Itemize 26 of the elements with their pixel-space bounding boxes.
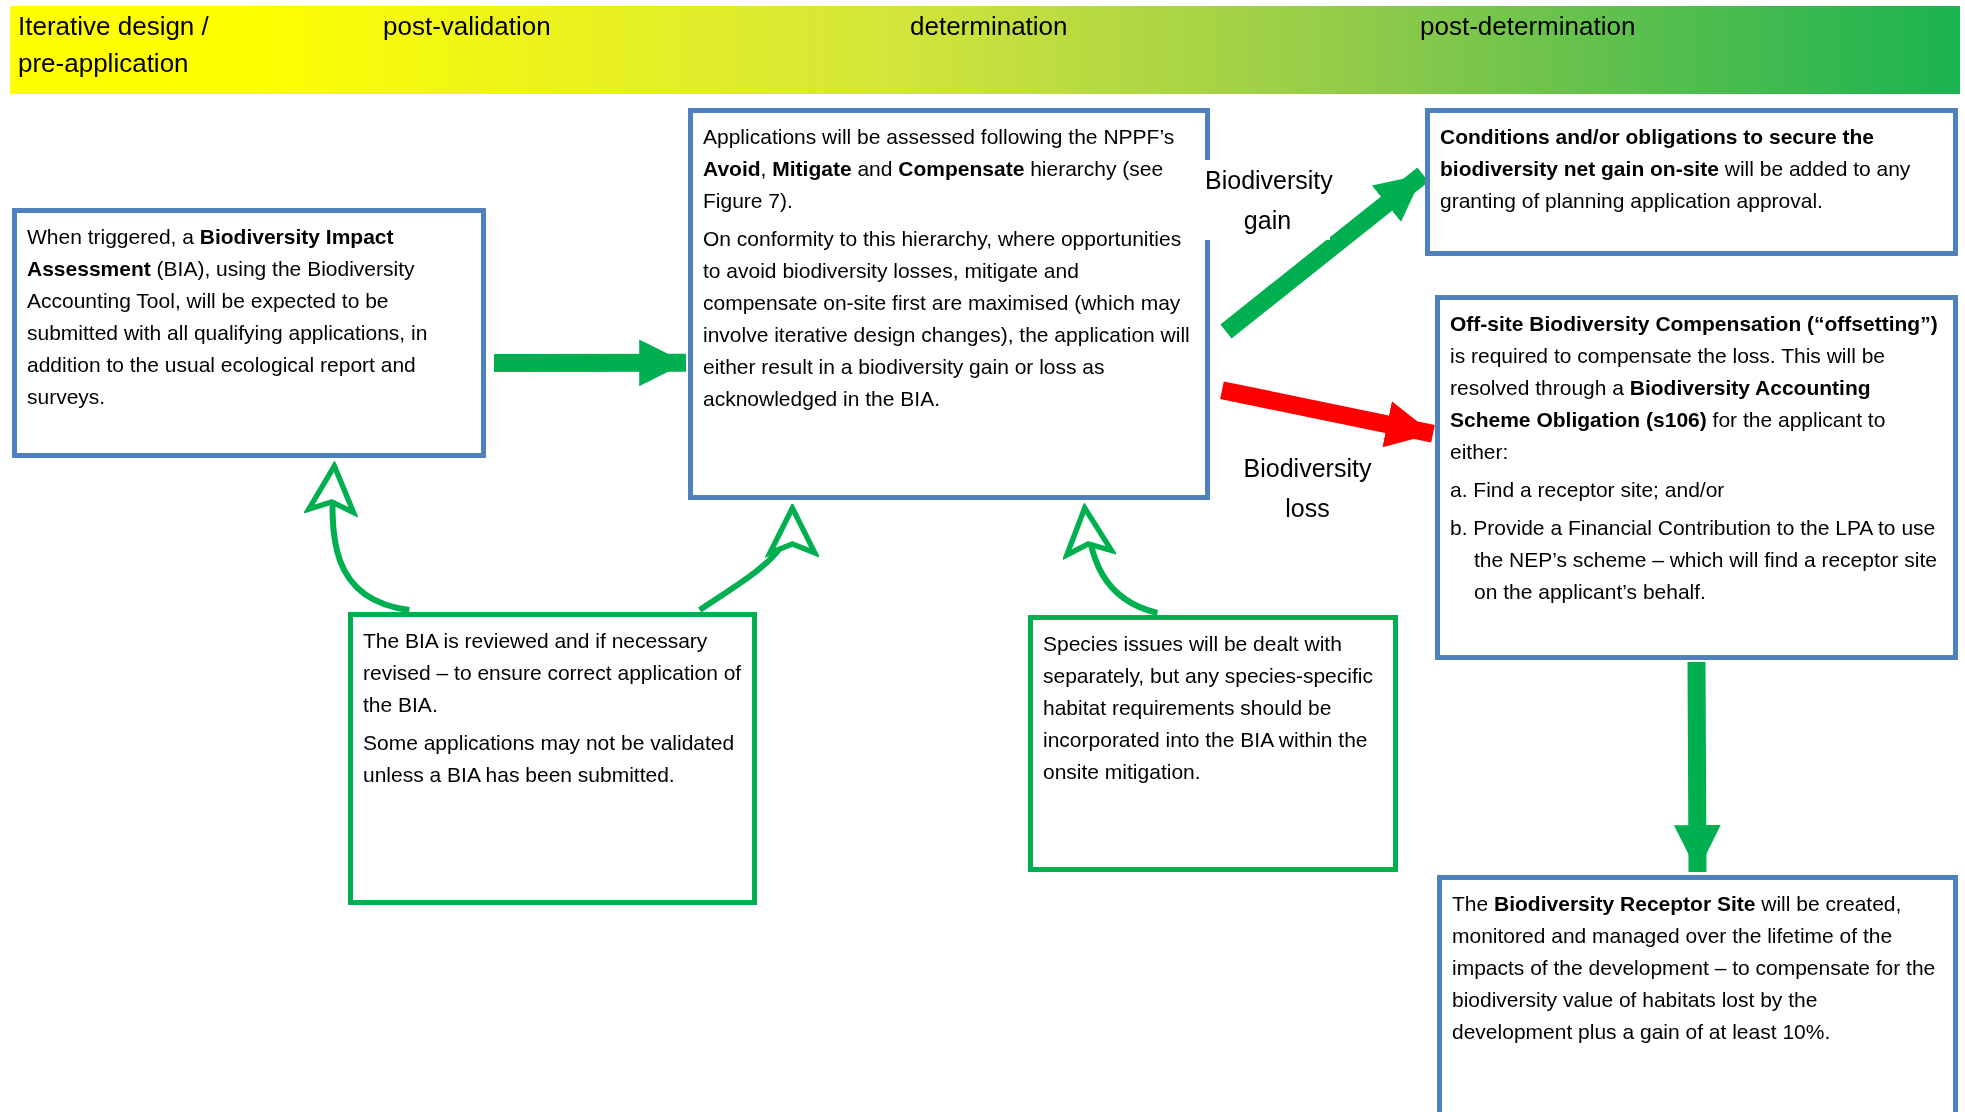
note-box <box>1028 615 1398 872</box>
outcome-box <box>1435 295 1958 660</box>
block-arrow <box>1220 381 1435 448</box>
box-text: b. Provide a Financial Contribution to the LPA to use the NEP’s scheme – which will find a receptor site on the applicant’s behalf. <box>1450 515 1938 605</box>
outcome-box <box>1437 875 1958 1112</box>
box-text: Off-site Biodiversity Compensation (“offsetting”) is required to compensate the loss. This will be resolved through a Biodiversity Accounting Scheme Obligation (s106) for the applicant to either: <box>1450 311 1939 465</box>
box-text: The BIA is reviewed and if necessary revised – to ensure correct application of the BIA. <box>363 628 742 718</box>
curved-arrow <box>306 463 410 613</box>
box-text: On conformity to this hierarchy, where opportunities to avoid biodiversity losses, mitigate and compensate on-site first are maximised (which may involve iterative design changes), the application will either result in a biodiversity gain or loss as acknowledged in the BIA. <box>703 226 1191 412</box>
phase-label: post-determination <box>1420 10 1637 43</box>
process-box <box>12 208 486 458</box>
box-text: Species issues will be dealt with separately, but any species-specific habitat requirements should be incorporated into the BIA within the onsite mitigation. <box>1043 631 1374 785</box>
box-text: The Biodiversity Receptor Site will be created, monitored and managed over the lifetime of the impacts of the development – to compensate for the biodiversity value of habitats lost by the development plus a gain of at least 10%. <box>1452 891 1937 1045</box>
box-text: Applications will be assessed following the NPPF’s Avoid, Mitigate and Compensate hierarchy (see Figure 7). <box>703 124 1176 214</box>
box-text: Conditions and/or obligations to secure the biodiversity net gain on-site will be added to any granting of planning application approval. <box>1440 124 1912 214</box>
curved-arrow <box>1064 505 1159 616</box>
box-text: a. Find a receptor site; and/or <box>1450 477 1726 503</box>
note-box <box>348 612 757 905</box>
block-arrow <box>494 339 686 387</box>
phase-label: Iterative design / pre-application <box>18 10 210 80</box>
box-text: When triggered, a Biodiversity Impact Assessment (BIA), using the Biodiversity Accounting Tool, will be expected to be submitted with all qualifying applications, in addition to the usual ecological report and surveys. <box>27 224 429 410</box>
phase-label: post-validation <box>383 10 552 43</box>
outcome-box <box>1425 108 1958 256</box>
phase-label: determination <box>910 10 1069 43</box>
block-arrow <box>1673 661 1721 873</box>
box-text: Some applications may not be validated unless a BIA has been submitted. <box>363 730 736 788</box>
